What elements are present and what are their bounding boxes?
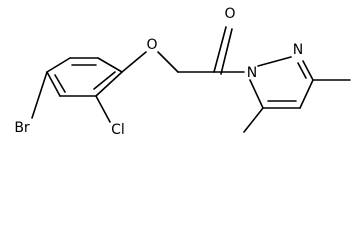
atom-pyrazole-n2: N — [293, 42, 303, 58]
bond-n1-n2 — [257, 56, 292, 67]
atom-ether-oxygen: O — [146, 37, 157, 53]
bond-ring-c4-c5-inner — [54, 74, 66, 93]
benzene-ring — [46, 57, 123, 97]
bond-carbonyl-double-2 — [220, 28, 233, 75]
bond-ring-c4-c5 — [46, 71, 61, 97]
pyrazole-ring — [249, 56, 314, 109]
bond-ring-c6-c1-inner — [93, 71, 116, 90]
bond-c4-bromine — [31, 71, 48, 119]
atom-pyrazole-n1: N — [247, 65, 257, 81]
atom-carbonyl-oxygen: O — [224, 6, 235, 22]
chemical-structure: Br Cl O O N N — [14, 6, 351, 138]
bond-c1-ether-oxygen — [121, 51, 147, 73]
bond-c5-methyl — [243, 107, 264, 133]
bond-ether-oxygen-ch2 — [157, 51, 179, 73]
bond-c3-n2 — [302, 60, 314, 81]
bond-ring-c6-c1 — [95, 71, 123, 97]
bond-ring-c3-c4 — [46, 57, 71, 73]
atom-chlorine: Cl — [111, 122, 125, 138]
atom-bromine: Br — [14, 120, 30, 136]
bond-c3-n2-inner — [297, 62, 307, 79]
bond-n1-c5 — [249, 79, 264, 109]
bond-carbonyl-double-1 — [213, 26, 227, 73]
bond-c4-c3 — [299, 79, 314, 109]
bond-ring-c1-c2 — [97, 57, 123, 73]
bond-c6-chlorine — [95, 95, 111, 123]
